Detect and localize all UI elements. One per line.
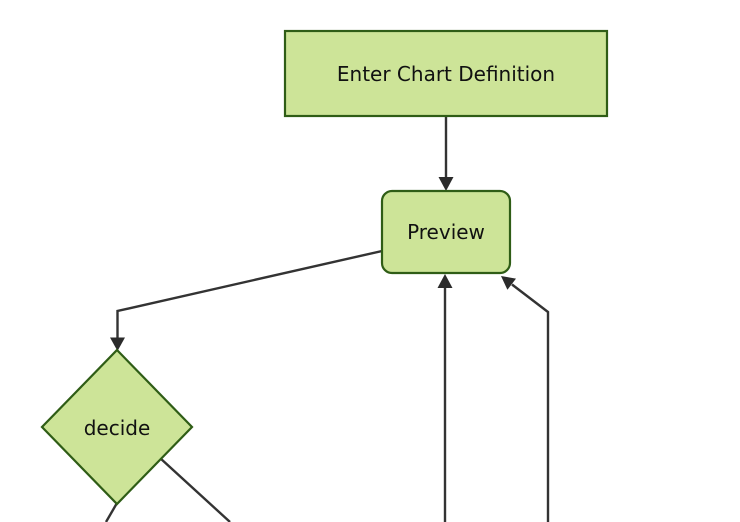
edge-decide-to-offscreen-right [159,457,231,522]
edge-bottom-right-to-preview [501,276,550,522]
node-label: decide [84,416,151,440]
arrowhead-icon [438,177,454,191]
edge-preview-to-decide [110,249,383,351]
node-label: Preview [407,220,485,244]
edge-bottom-to-preview [437,274,453,522]
rectangle-shape [283,29,609,118]
edge-line [116,249,383,339]
edge-line [511,283,550,522]
edge-line [159,457,231,522]
node-decide: decide [40,348,194,506]
node-preview: Preview [380,189,512,275]
rounded-rectangle-shape [380,189,512,275]
edge-line [104,502,119,522]
edge-enter-to-preview [438,116,454,191]
diamond-shape [40,348,194,506]
arrowhead-icon [501,276,516,290]
edge-decide-to-offscreen-left [104,502,119,522]
arrowhead-icon [437,274,453,288]
arrowhead-icon [110,337,125,351]
node-enter-chart-definition: Enter Chart Definition [283,29,609,118]
node-label: Enter Chart Definition [337,62,555,86]
